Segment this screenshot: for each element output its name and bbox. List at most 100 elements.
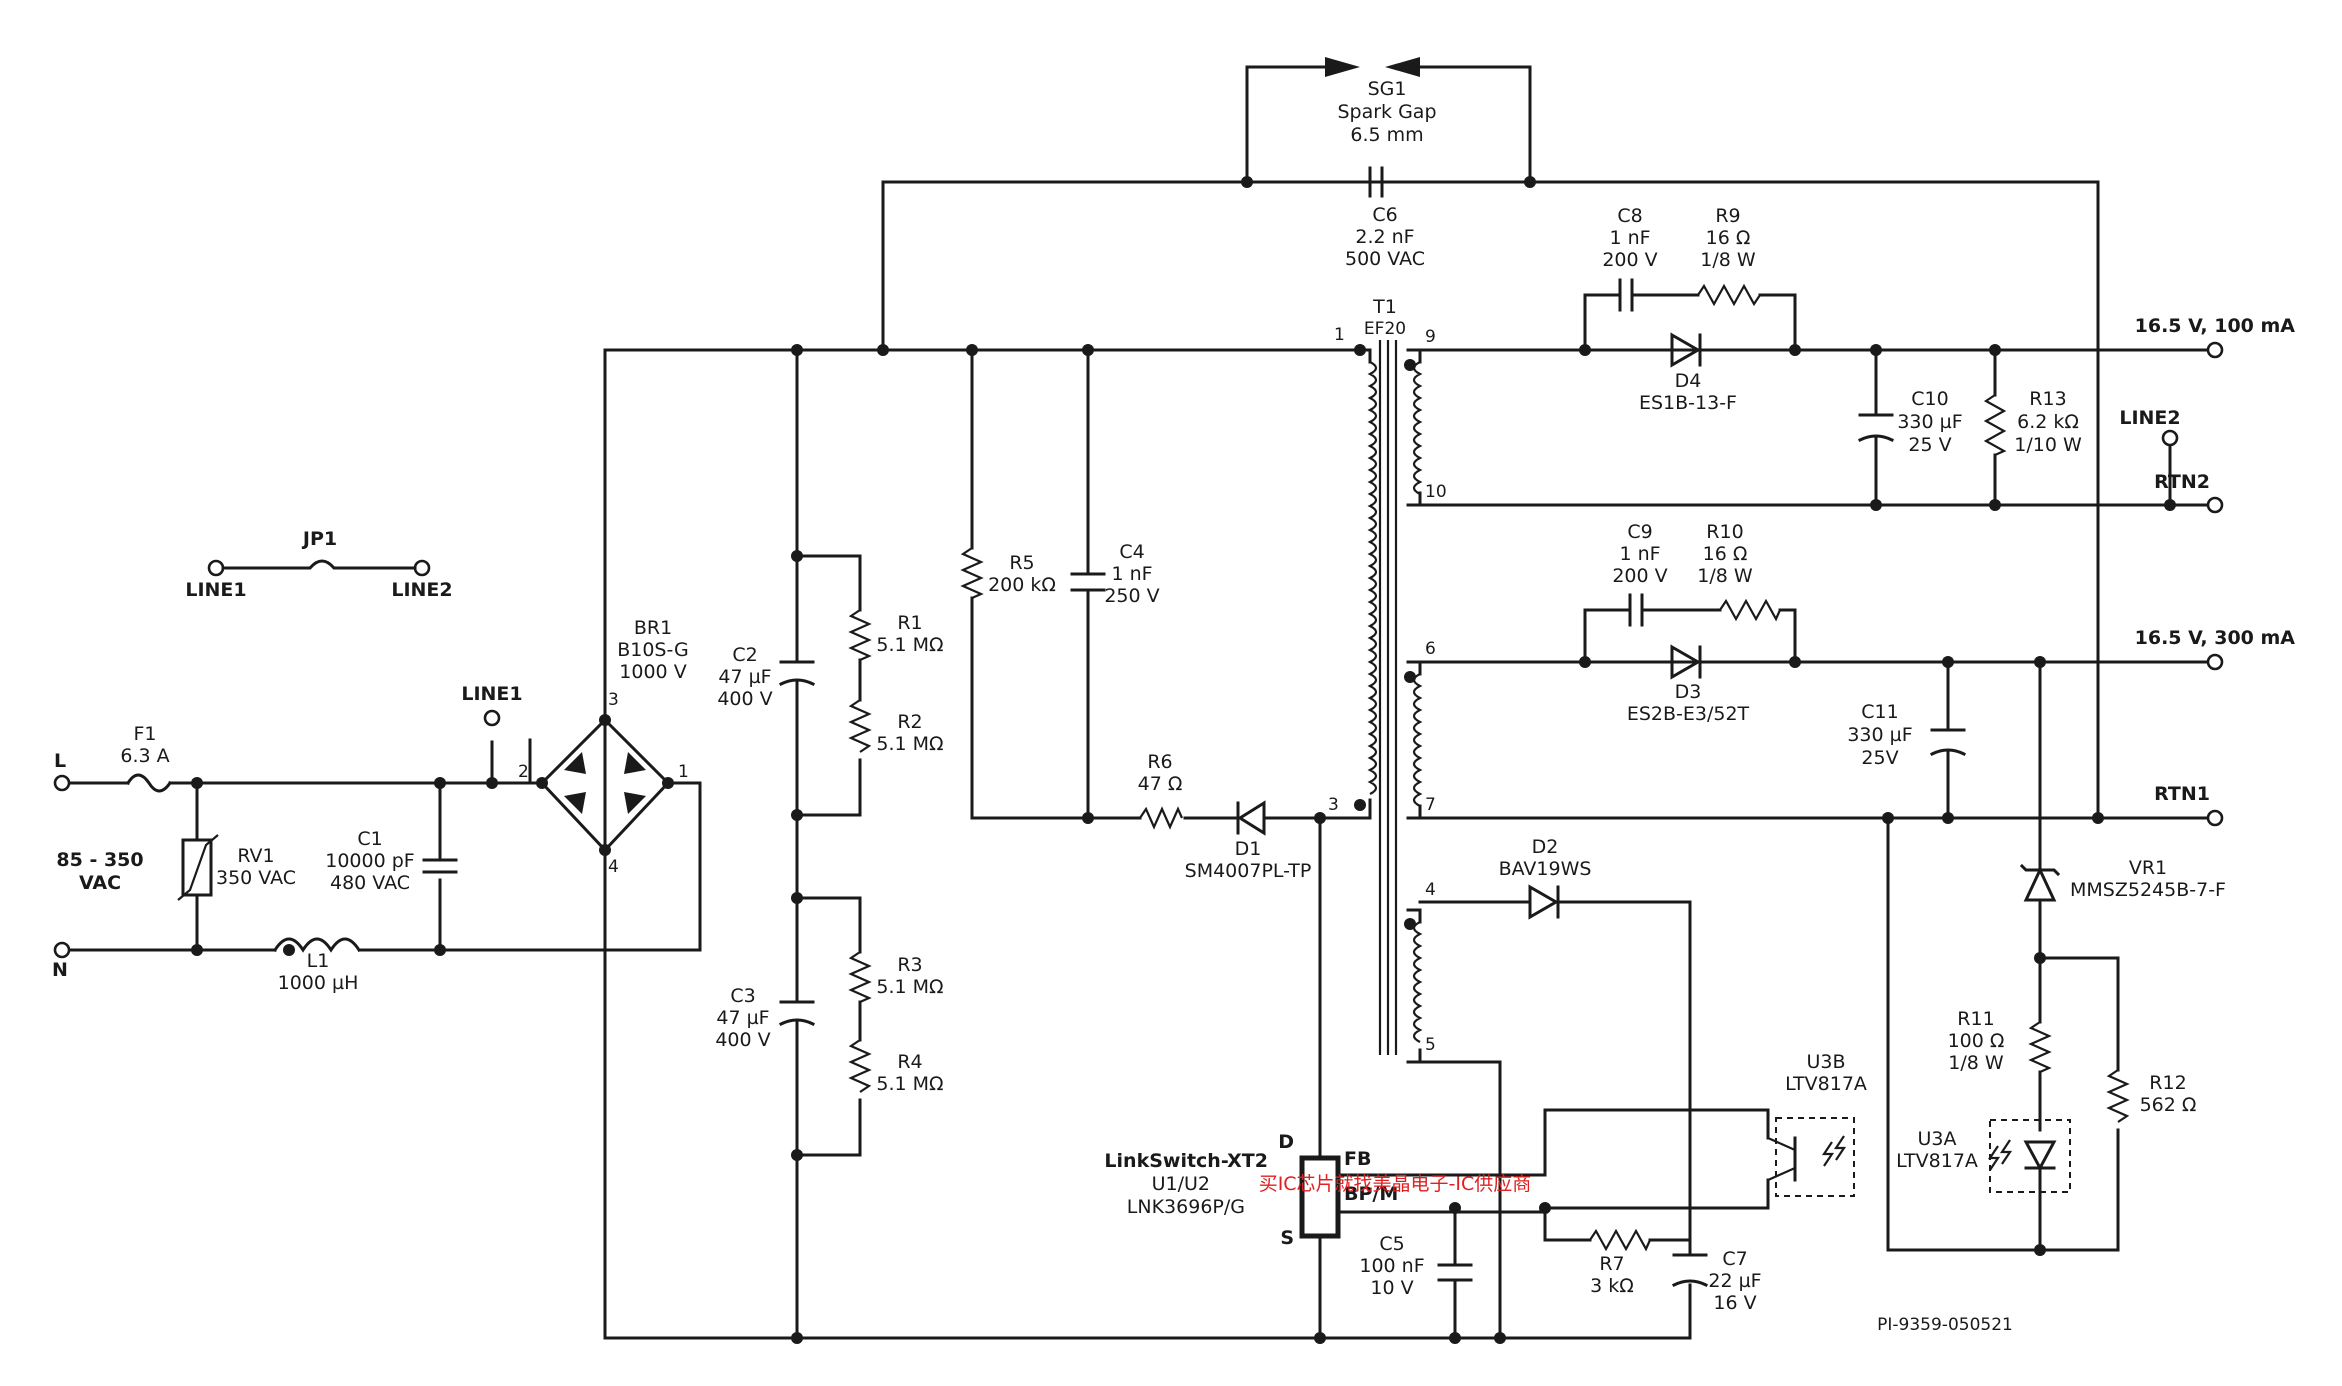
net-labels: 16.5 V, 100 mA LINE2 RTN2 16.5 V, 300 mA…: [52, 315, 2295, 981]
t1-pin-4: 4: [1425, 880, 1436, 900]
c6-ref: C6: [1372, 204, 1397, 226]
c10-value: 330 µF: [1897, 411, 1962, 433]
jp1-line2-label: LINE2: [391, 579, 452, 601]
t1-pin-1: 1: [1334, 325, 1345, 345]
r13-resistor-symbol: [1983, 394, 2007, 457]
c2-value: 47 µF: [718, 666, 771, 688]
r1-value: 5.1 MΩ: [876, 634, 943, 656]
br1-pin-1: 1: [678, 762, 689, 782]
balancing-resistor-symbols: [848, 609, 872, 1093]
sg1-value: 6.5 mm: [1350, 124, 1423, 146]
c3-ref: C3: [730, 985, 755, 1007]
c10-capacitor-symbol: [1857, 413, 1895, 443]
u3b-part: LTV817A: [1785, 1073, 1867, 1095]
u1-family: LinkSwitch-XT2: [1104, 1150, 1268, 1172]
net-rtn1-label: RTN1: [2154, 783, 2210, 805]
bulk-capacitor-symbols: [778, 660, 816, 1027]
c10-rating: 25 V: [1908, 434, 1951, 456]
input-voltage-range: 85 - 350: [56, 849, 143, 871]
r13-value: 6.2 kΩ: [2017, 411, 2079, 433]
c2-rating: 400 V: [717, 688, 772, 710]
t1-core: EF20: [1364, 319, 1406, 339]
f1-value: 6.3 A: [120, 745, 169, 767]
component-labels: SG1 Spark Gap 6.5 mm C6 2.2 nF 500 VAC T…: [120, 78, 2226, 1314]
c11-rating: 25V: [1861, 747, 1898, 769]
r11-value: 100 Ω: [1948, 1030, 2005, 1052]
r9-ref: R9: [1715, 205, 1740, 227]
r11-ref: R11: [1957, 1008, 1994, 1030]
c9-value: 1 nF: [1619, 543, 1660, 565]
u3b-ref: U3B: [1806, 1051, 1845, 1073]
c5-capacitor-symbol: [1437, 1263, 1473, 1282]
c7-capacitor-symbol: [1671, 1253, 1709, 1288]
rv1-varistor-symbol: [177, 834, 219, 901]
r12-resistor-symbol: [2106, 1069, 2130, 1123]
c8-ref: C8: [1617, 205, 1642, 227]
net-out2-label: 16.5 V, 300 mA: [2135, 627, 2296, 649]
t1-pin-6: 6: [1425, 639, 1436, 659]
f1-fuse-symbol: [125, 773, 173, 793]
c6-value: 2.2 nF: [1355, 226, 1414, 248]
r12-ref: R12: [2149, 1072, 2186, 1094]
t1-pin-10: 10: [1425, 482, 1447, 502]
u1-part: LNK3696P/G: [1127, 1196, 1245, 1218]
r10-ref: R10: [1706, 521, 1743, 543]
u1-pin-d: D: [1278, 1131, 1294, 1153]
r4-ref: R4: [897, 1051, 922, 1073]
u1-linkswitch-symbol: [1299, 1155, 1341, 1239]
d1-diode-symbol: [1236, 800, 1266, 836]
r13-power: 1/10 W: [2014, 434, 2082, 456]
vr1-part: MMSZ5245B-7-F: [2070, 879, 2226, 901]
t1-pin-7: 7: [1425, 795, 1436, 815]
d2-diode-symbol: [1528, 884, 1560, 920]
r7-value: 3 kΩ: [1590, 1275, 1634, 1297]
c8-capacitor-symbol: [1618, 278, 1650, 312]
r9-value: 16 Ω: [1706, 227, 1751, 249]
c9-rating: 200 V: [1612, 565, 1667, 587]
r9-power: 1/8 W: [1700, 249, 1756, 271]
r11-power: 1/8 W: [1948, 1052, 2004, 1074]
c6-capacitor-symbol: [1368, 166, 1384, 198]
r5-ref: R5: [1009, 552, 1034, 574]
r6-value: 47 Ω: [1138, 773, 1183, 795]
u3b-optocoupler-transistor: [1767, 1117, 1855, 1197]
d4-ref: D4: [1675, 370, 1702, 392]
r10-value: 16 Ω: [1703, 543, 1748, 565]
br1-pin-2: 2: [518, 762, 529, 782]
d2-ref: D2: [1532, 836, 1559, 858]
d1-part: SM4007PL-TP: [1185, 860, 1312, 882]
br1-part: B10S-G: [617, 639, 689, 661]
d1-ref: D1: [1235, 838, 1262, 860]
input-n-label: N: [52, 959, 68, 981]
sg1-ref: SG1: [1368, 78, 1407, 100]
sg1-type: Spark Gap: [1337, 101, 1436, 123]
r12-value: 562 Ω: [2140, 1094, 2197, 1116]
pin-labels: 1 3 4 5 6 7 9 10 1 2 3 4 D S FB BP/M: [518, 325, 1447, 1249]
c10-ref: C10: [1911, 388, 1948, 410]
c1-capacitor-symbol: [422, 858, 458, 874]
c5-value: 100 nF: [1359, 1255, 1424, 1277]
jp1-jumper-symbol: [221, 559, 417, 570]
c6-rating: 500 VAC: [1345, 248, 1425, 270]
r10-resistor-symbol: [1719, 598, 1782, 622]
c11-capacitor-symbol: [1929, 728, 1967, 757]
r7-ref: R7: [1599, 1253, 1624, 1275]
u1-pin-s: S: [1280, 1227, 1294, 1249]
c4-value: 1 nF: [1111, 563, 1152, 585]
jp1-ref: JP1: [301, 528, 337, 550]
t1-pin-9: 9: [1425, 327, 1436, 347]
br1-bridge-symbol: [539, 717, 671, 853]
input-voltage-unit: VAC: [79, 872, 121, 894]
d2-part: BAV19WS: [1499, 858, 1592, 880]
r3-value: 5.1 MΩ: [876, 976, 943, 998]
c9-ref: C9: [1627, 521, 1652, 543]
r2-value: 5.1 MΩ: [876, 733, 943, 755]
input-l-label: L: [54, 750, 66, 772]
c5-rating: 10 V: [1370, 1277, 1413, 1299]
c8-value: 1 nF: [1609, 227, 1650, 249]
c1-value: 10000 pF: [325, 850, 414, 872]
d3-diode-symbol: [1670, 644, 1702, 680]
rv1-value: 350 VAC: [216, 867, 296, 889]
f1-ref: F1: [133, 723, 156, 745]
